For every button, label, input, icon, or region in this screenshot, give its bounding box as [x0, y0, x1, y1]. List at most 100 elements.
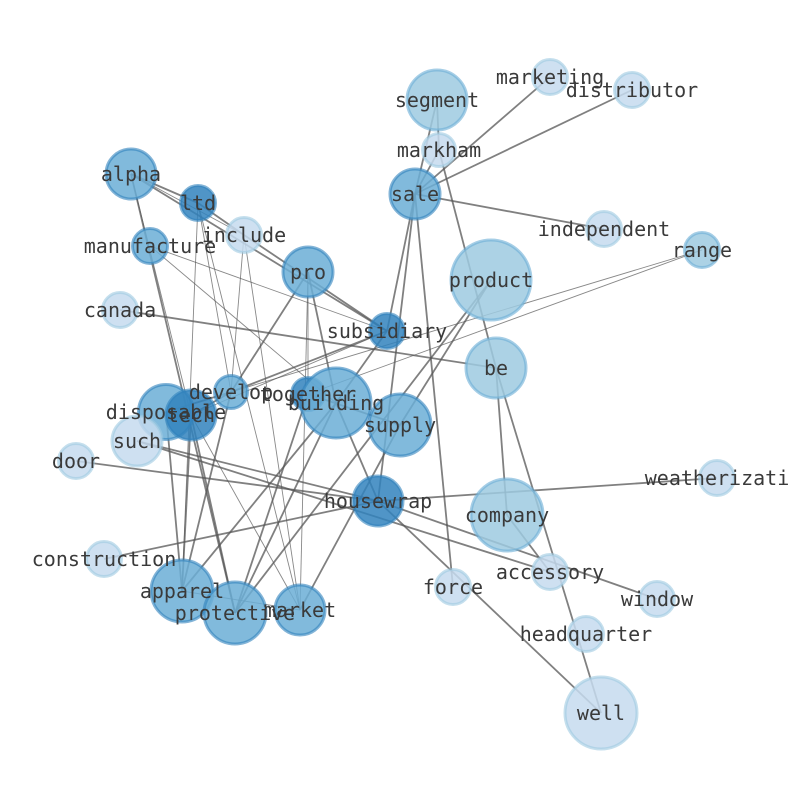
node-independent[interactable]	[585, 210, 623, 248]
node-label-headquarter: headquarter	[520, 622, 652, 646]
edge-together-protective	[234, 393, 309, 614]
node-window[interactable]	[638, 580, 676, 618]
edge-distributor-sale	[414, 89, 633, 195]
edge-range-together	[307, 249, 703, 395]
node-building[interactable]	[299, 366, 373, 440]
edge-alpha-subsidiary	[130, 173, 388, 332]
edge-subsidiary-develop	[230, 330, 388, 393]
edge-housewrap-weatherization	[377, 477, 718, 502]
edge-canada-be	[119, 309, 497, 369]
node-well[interactable]	[563, 675, 639, 751]
node-door[interactable]	[57, 442, 95, 480]
node-label-include: include	[202, 223, 286, 247]
node-label-market: market	[264, 598, 336, 622]
node-weatherization[interactable]	[698, 459, 736, 497]
node-market[interactable]	[273, 583, 327, 637]
node-label-distributor: distributor	[566, 78, 698, 102]
node-range[interactable]	[683, 231, 721, 269]
edge-product-protective	[234, 279, 492, 614]
node-tech[interactable]	[164, 388, 218, 442]
edge-housewrap-well	[377, 500, 602, 714]
node-housewrap[interactable]	[351, 474, 405, 528]
node-subsidiary[interactable]	[368, 312, 406, 350]
node-company[interactable]	[469, 477, 545, 553]
node-develop[interactable]	[213, 374, 249, 410]
node-label-manufacture: manufacture	[84, 234, 216, 258]
node-segment[interactable]	[405, 68, 469, 132]
edge-such-accessory	[136, 440, 551, 573]
edge-sale-force	[414, 193, 454, 588]
edge-sale-independent	[414, 193, 605, 230]
node-label-protective: protective	[175, 601, 295, 625]
node-protective[interactable]	[202, 580, 268, 646]
node-force[interactable]	[434, 568, 472, 606]
node-markham[interactable]	[421, 132, 457, 168]
edge-such-housewrap	[136, 440, 379, 502]
edge-ltd-market	[197, 202, 301, 611]
edge-be-well	[495, 367, 602, 714]
edge-tech-protective	[190, 414, 236, 614]
node-product[interactable]	[449, 238, 533, 322]
edge-tech-market	[190, 414, 301, 611]
node-label-alpha: alpha	[101, 162, 161, 186]
node-include[interactable]	[225, 216, 263, 254]
edge-door-housewrap	[75, 460, 379, 502]
node-label-company: company	[465, 503, 549, 527]
node-label-well: well	[577, 701, 625, 725]
edge-manufacture-subsidiary	[149, 245, 388, 332]
edge-include-develop	[230, 234, 245, 393]
edge-range-develop	[230, 249, 703, 393]
node-headquarter[interactable]	[567, 615, 605, 653]
node-label-disposable: disposable	[106, 400, 226, 424]
node-label-markham: markham	[397, 138, 481, 162]
node-label-be: be	[484, 356, 508, 380]
node-label-such: such	[113, 429, 161, 453]
node-label-window: window	[621, 587, 694, 611]
node-layer	[57, 58, 736, 751]
edge-housewrap-construction	[103, 500, 379, 560]
node-label-construction: construction	[32, 547, 177, 571]
edge-develop-apparel	[181, 391, 232, 592]
node-label-subsidiary: subsidiary	[327, 319, 447, 343]
node-marketing[interactable]	[531, 58, 569, 96]
node-accessory[interactable]	[531, 553, 569, 591]
node-label-door: door	[52, 449, 100, 473]
node-label-range: range	[672, 238, 732, 262]
node-label-supply: supply	[364, 413, 436, 437]
edge-supply-market	[299, 424, 401, 611]
edge-building-protective	[234, 402, 337, 614]
node-ltd[interactable]	[179, 184, 217, 222]
node-label-building: building	[288, 391, 384, 415]
node-label-force: force	[423, 575, 483, 599]
node-label-canada: canada	[84, 298, 156, 322]
node-label-marketing: marketing	[496, 65, 604, 89]
node-canada[interactable]	[101, 291, 139, 329]
node-supply[interactable]	[367, 392, 433, 458]
node-label-accessory: accessory	[496, 560, 604, 584]
node-label-segment: segment	[395, 88, 479, 112]
node-label-weatherization: weatherizati	[645, 466, 790, 490]
node-pro[interactable]	[281, 245, 335, 299]
node-label-product: product	[449, 268, 533, 292]
node-label-tech: tech	[167, 403, 215, 427]
node-label-sale: sale	[391, 182, 439, 206]
node-label-pro: pro	[290, 260, 326, 284]
edge-building-apparel	[181, 402, 337, 592]
node-such[interactable]	[110, 414, 164, 468]
node-distributor[interactable]	[613, 71, 651, 109]
edge-include-market	[243, 234, 301, 611]
node-alpha[interactable]	[104, 147, 158, 201]
node-sale[interactable]	[388, 167, 442, 221]
node-label-together: together	[260, 382, 356, 406]
node-be[interactable]	[464, 336, 528, 400]
node-label-independent: independent	[538, 217, 670, 241]
node-label-housewrap: housewrap	[324, 489, 432, 513]
node-label-apparel: apparel	[140, 579, 224, 603]
edge-alpha-tech	[130, 173, 192, 416]
node-manufacture[interactable]	[131, 227, 169, 265]
node-construction[interactable]	[85, 540, 123, 578]
edge-ltd-develop	[197, 202, 232, 393]
node-label-develop: develop	[189, 380, 273, 404]
